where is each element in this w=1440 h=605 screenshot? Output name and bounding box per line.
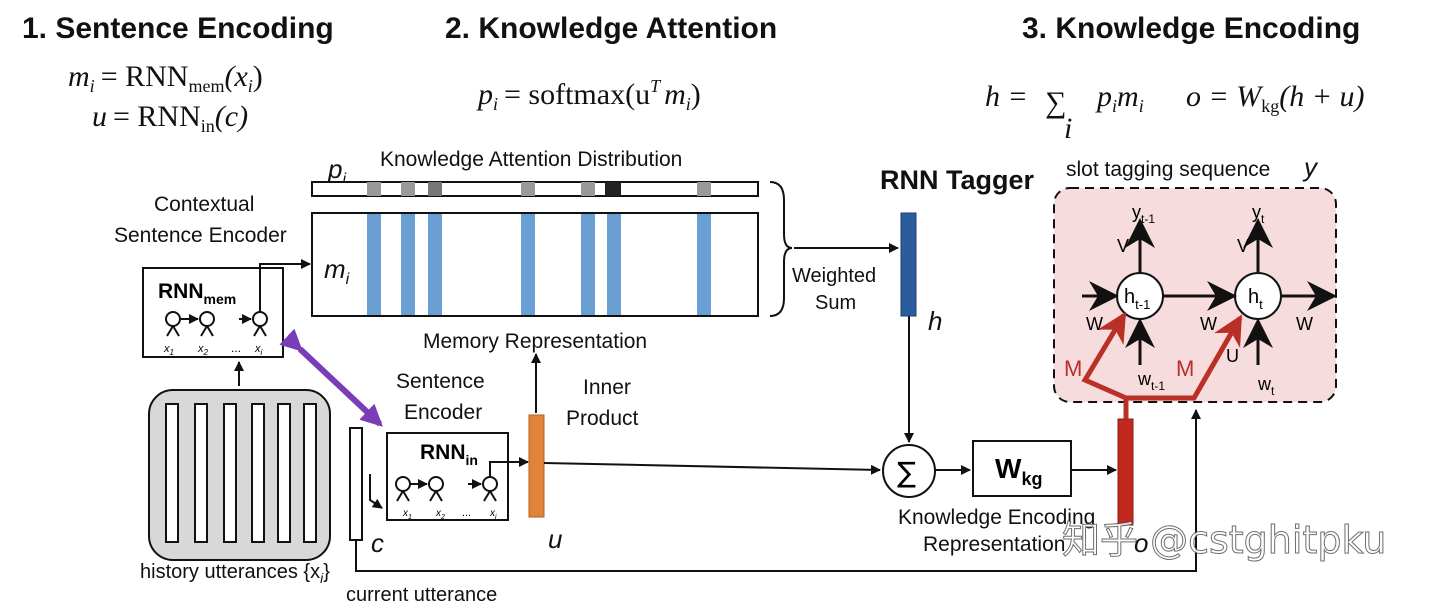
heading-knowledge-attention: 2. Knowledge Attention bbox=[445, 12, 777, 45]
attention-cell bbox=[521, 182, 535, 196]
equation-rnn-in: u= RNNin(c) bbox=[92, 100, 248, 136]
memory-slot bbox=[581, 214, 595, 315]
rnn-in-x1: x1 bbox=[402, 508, 412, 521]
u-label-tagger: U bbox=[1226, 346, 1239, 366]
w-label-1: W bbox=[1086, 314, 1103, 334]
y-t-label: yt bbox=[1252, 202, 1265, 226]
h-label: h bbox=[928, 306, 942, 336]
w-prev-label: wt-1 bbox=[1137, 369, 1165, 393]
inner-product-label-2: Product bbox=[566, 407, 639, 430]
memory-representation-label: Memory Representation bbox=[423, 330, 647, 353]
o-label: o bbox=[1134, 528, 1148, 558]
slot-tagging-label: slot tagging sequence bbox=[1066, 158, 1270, 181]
weighted-sum-label-1: Weighted bbox=[792, 265, 876, 287]
c-label: c bbox=[371, 528, 384, 558]
w-label-3: W bbox=[1296, 314, 1313, 334]
v-label-2: V bbox=[1237, 236, 1249, 256]
knowledge-encoding-label-1: Knowledge Encoding bbox=[898, 506, 1095, 529]
attention-cell bbox=[401, 182, 415, 196]
attention-cell bbox=[428, 182, 442, 196]
attention-cell bbox=[605, 182, 621, 196]
rnn-in-xi: xi bbox=[489, 508, 497, 521]
svg-text:∑: ∑ bbox=[1045, 86, 1066, 119]
contextual-encoder-label-1: Contextual bbox=[154, 193, 254, 216]
h-prev-label: ht-1 bbox=[1124, 286, 1150, 312]
m-injection-arrows bbox=[1081, 311, 1243, 419]
rnn-mem-xi: xi bbox=[254, 343, 263, 357]
v-label-1: V bbox=[1117, 236, 1129, 256]
slot-y-label: y bbox=[1302, 152, 1319, 182]
svg-text:o = Wkg(h + u): o = Wkg(h + u) bbox=[1186, 80, 1364, 116]
svg-text:u= RNNin(c): u= RNNin(c) bbox=[92, 100, 248, 136]
attention-cell bbox=[367, 182, 381, 196]
memory-slot bbox=[367, 214, 381, 315]
attention-distribution-label: Knowledge Attention Distribution bbox=[380, 148, 682, 171]
rnn-in-dots: ... bbox=[462, 507, 471, 519]
y-prev-label: yt-1 bbox=[1132, 202, 1155, 226]
current-utterance-to-tagger-line bbox=[355, 409, 1201, 572]
equation-knowledge-sum: h = ∑ i pimi o = Wkg(h + u) bbox=[985, 80, 1364, 145]
svg-text:h =: h = bbox=[985, 80, 1028, 113]
rnn-tagger-label: RNN Tagger bbox=[880, 165, 1035, 195]
memory-slot bbox=[521, 214, 535, 315]
heading-sentence-encoding: 1. Sentence Encoding bbox=[22, 12, 334, 45]
rnn-mem-x2: x2 bbox=[197, 343, 209, 357]
m-label-2: M bbox=[1176, 356, 1194, 381]
sentence-encoder-label-2: Encoder bbox=[404, 401, 482, 424]
rnn-in-label: RNNin bbox=[420, 441, 478, 468]
current-utterance-label: current utterance bbox=[346, 584, 497, 605]
rnn-mem-x1: x1 bbox=[163, 343, 174, 357]
u-label: u bbox=[548, 524, 562, 554]
tagger-arrows bbox=[1082, 218, 1337, 365]
contextual-encoder-label-2: Sentence Encoder bbox=[114, 224, 287, 247]
rnn-in-cells bbox=[395, 476, 498, 502]
equation-rnn-mem: mi= RNNmem(xi) bbox=[68, 60, 263, 96]
p-i-label: pi bbox=[327, 154, 346, 188]
memory-slot bbox=[607, 214, 621, 315]
memory-slot bbox=[697, 214, 711, 315]
heading-knowledge-encoding: 3. Knowledge Encoding bbox=[1022, 12, 1360, 45]
m-label-1: M bbox=[1064, 356, 1082, 381]
attention-cell bbox=[581, 182, 595, 196]
rnn-in-to-u-arrow bbox=[489, 457, 529, 477]
w-kg-label: Wkg bbox=[995, 453, 1042, 489]
w-kg-box bbox=[972, 440, 1072, 497]
weighted-sum-label-2: Sum bbox=[815, 292, 856, 314]
memory-slot bbox=[401, 214, 415, 315]
shared-encoder-arrow bbox=[279, 328, 383, 427]
u-to-sum-arrow bbox=[543, 462, 881, 475]
h-t-label: ht bbox=[1248, 286, 1263, 312]
history-utterances-label: history utterances {xi} bbox=[140, 561, 330, 586]
h-vector bbox=[900, 212, 917, 317]
o-vector bbox=[1117, 418, 1134, 526]
rnn-mem-cells bbox=[165, 311, 268, 337]
memory-slot bbox=[428, 214, 442, 315]
inner-product-label-1: Inner bbox=[583, 376, 631, 399]
rnn-mem-dots: ... bbox=[231, 341, 241, 355]
rnn-mem-to-memory-arrow bbox=[259, 259, 311, 312]
w-label-2: W bbox=[1200, 314, 1217, 334]
rnn-mem-label: RNNmem bbox=[158, 280, 236, 307]
w-t-label: wt bbox=[1257, 374, 1275, 398]
attention-cell bbox=[697, 182, 711, 196]
svg-text:mi= RNNmem(xi): mi= RNNmem(xi) bbox=[68, 60, 263, 96]
current-utterance-input-arrow bbox=[369, 474, 383, 509]
sum-symbol: ∑ bbox=[897, 456, 916, 489]
svg-text:pimi: pimi bbox=[1095, 80, 1144, 116]
sentence-encoder-label-1: Sentence bbox=[396, 370, 485, 393]
memory-bracket bbox=[769, 181, 793, 317]
knowledge-encoding-label-2: Representation bbox=[923, 533, 1065, 556]
u-vector bbox=[528, 414, 545, 518]
svg-text:i: i bbox=[1064, 112, 1072, 145]
rnn-in-x2: x2 bbox=[435, 508, 445, 521]
watermark: 知乎 @cstghitpku bbox=[1062, 518, 1386, 562]
current-utterance-bar bbox=[349, 427, 363, 541]
m-i-label: mi bbox=[324, 254, 350, 288]
